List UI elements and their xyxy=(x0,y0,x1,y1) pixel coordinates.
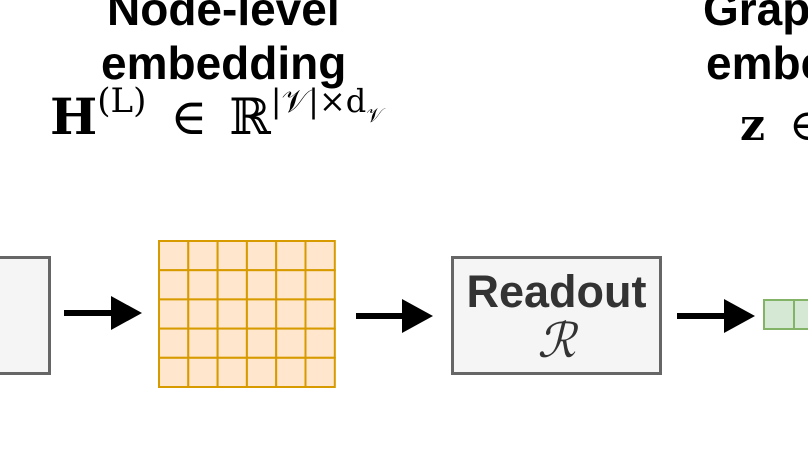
readout-symbol: ℛ xyxy=(537,313,576,369)
vector-cell xyxy=(763,299,795,330)
graph-embedding-title-line2: embe xyxy=(706,37,808,89)
graph-embedding-vector xyxy=(763,299,808,330)
vector-cell xyxy=(793,299,808,330)
matrix-cell xyxy=(158,269,190,301)
matrix-cell xyxy=(275,240,307,272)
matrix-cell xyxy=(187,356,219,388)
matrix-cell xyxy=(158,298,190,330)
graph-embedding-vector-symbol: z xyxy=(740,100,765,151)
node-embedding-real-space: ℝ xyxy=(229,88,271,146)
matrix-cell xyxy=(245,240,278,272)
matrix-cell xyxy=(275,298,307,330)
graph-embedding-in-symbol: ∈ xyxy=(789,100,808,151)
node-embedding-matrix-symbol: H xyxy=(50,87,98,146)
readout-label: Readout xyxy=(466,266,647,317)
matrix-cell xyxy=(187,298,219,330)
matrix-cell xyxy=(245,269,278,301)
matrix-cell xyxy=(187,327,219,359)
matrix-cell xyxy=(245,327,278,359)
graph-embedding-title-line1: Grap xyxy=(703,0,808,35)
arrow-readout-to-vector xyxy=(677,299,755,333)
node-embedding-layer-superscript: (L) xyxy=(97,81,147,121)
node-embedding-in-symbol: ∈ xyxy=(170,88,208,146)
matrix-cell xyxy=(216,327,248,359)
matrix-cell xyxy=(304,240,336,272)
node-embedding-title-line1: Node-level xyxy=(107,0,340,35)
matrix-cell xyxy=(216,240,248,272)
node-embedding-matrix xyxy=(158,240,336,388)
arrow-matrix-to-readout xyxy=(356,299,433,333)
matrix-cell xyxy=(304,269,336,301)
node-embedding-formula: H(L) ∈ ℝ|𝒱|×d𝒱 xyxy=(50,84,383,142)
matrix-cell xyxy=(275,269,307,301)
graph-embedding-formula: z ∈ xyxy=(740,104,808,148)
matrix-cell xyxy=(158,327,190,359)
readout-box: Readout ℛ xyxy=(451,256,662,375)
matrix-cell xyxy=(216,269,248,301)
matrix-cell xyxy=(304,356,336,388)
matrix-cell xyxy=(187,269,219,301)
matrix-cell xyxy=(304,298,336,330)
node-embedding-dimensions: |𝒱|×d xyxy=(270,82,367,120)
matrix-cell xyxy=(245,298,278,330)
matrix-cell xyxy=(158,356,190,388)
matrix-cell xyxy=(275,327,307,359)
matrix-cell xyxy=(245,356,278,388)
arrow-encoder-to-matrix xyxy=(64,296,142,330)
matrix-cell xyxy=(158,240,190,272)
gnn-encoder-box xyxy=(0,256,51,375)
matrix-cell xyxy=(304,327,336,359)
matrix-cell xyxy=(187,240,219,272)
node-embedding-dimension-subscript: 𝒱 xyxy=(366,103,383,127)
matrix-cell xyxy=(216,298,248,330)
matrix-cell xyxy=(216,356,248,388)
matrix-cell xyxy=(275,356,307,388)
node-embedding-title-line2: embedding xyxy=(101,37,347,89)
